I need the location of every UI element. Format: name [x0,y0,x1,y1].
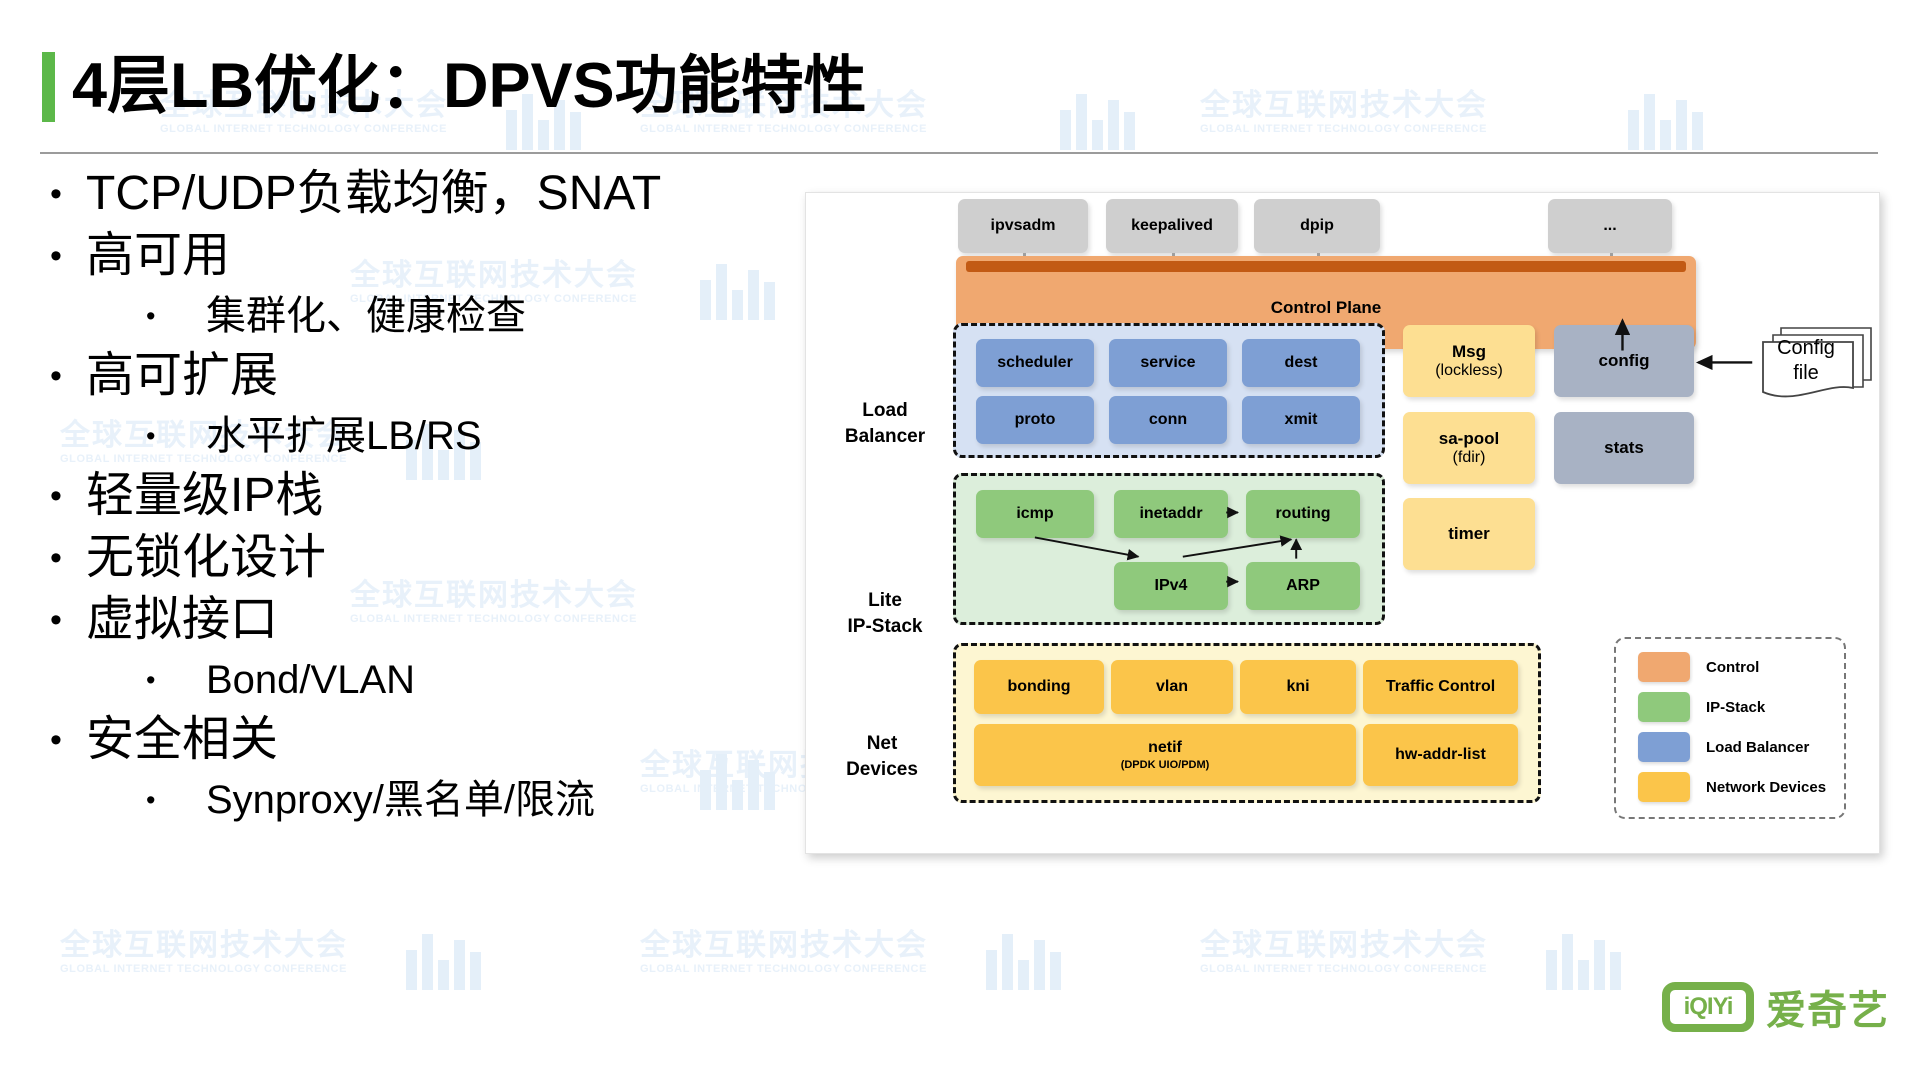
diagram-box-arp: ARP [1246,562,1360,610]
diagram-box-ellipsis: ... [1548,199,1672,253]
diagram-box-timer: timer [1403,498,1535,570]
diagram-box-traffic-control: Traffic Control [1363,660,1518,714]
diagram-box-sa-pool: sa-pool (fdir) [1403,412,1535,484]
bullet-dot-icon: • [50,721,62,759]
diagram-box-ipv4: IPv4 [1114,562,1228,610]
list-item: •虚拟接口 [46,589,826,651]
group-label-net-devices: Net Devices [846,733,918,780]
legend-swatch-ip-stack [1638,692,1690,722]
bullet-dot-icon: • [146,785,156,815]
bullet-dot-icon: • [146,301,156,331]
diagram-box-dest: dest [1242,339,1360,387]
diagram-box-service: service [1109,339,1227,387]
title-divider [40,152,1878,154]
watermark-bars-icon [1628,90,1712,150]
diagram-box-conn: conn [1109,396,1227,444]
diagram-box-stats: stats [1554,412,1694,484]
control-plane-label: Control Plane [1270,298,1382,317]
bullet-dot-icon: • [50,601,62,639]
diagram-legend: Control IP-Stack Load Balancer Network D… [1614,637,1846,819]
bullet-list: •TCP/UDP负载均衡，SNAT •高可用 •集群化、健康检查 •高可扩展 •… [46,163,826,829]
list-item: •集群化、健康检查 [46,287,826,345]
group-net-devices: bonding vlan kni Traffic Control netif (… [953,643,1541,803]
page-title: 4层LB优化：DPVS功能特性 [72,51,867,121]
diagram-box-xmit: xmit [1242,396,1360,444]
bullet-dot-icon: • [50,477,62,515]
list-item: •轻量级IP栈 [46,465,826,527]
legend-item-control: Control [1638,652,1759,682]
diagram-box-ipvsadm: ipvsadm [958,199,1088,253]
legend-swatch-control [1638,652,1690,682]
diagram-box-dpip: dpip [1254,199,1380,253]
dpvs-architecture-diagram: ipvsadm keepalived dpip ... Control Plan… [805,192,1880,854]
config-file-label: Config file [1777,337,1835,384]
list-item: •TCP/UDP负载均衡，SNAT [46,163,826,225]
title-accent-bar [42,52,55,122]
diagram-box-icmp: icmp [976,490,1094,538]
list-item: •安全相关 [46,709,826,771]
bullet-dot-icon: • [50,175,62,213]
diagram-box-routing: routing [1246,490,1360,538]
diagram-box-keepalived: keepalived [1106,199,1238,253]
watermark-bars-icon [1060,90,1144,150]
diagram-box-kni: kni [1240,660,1356,714]
watermark-bars-icon [1546,930,1630,990]
legend-item-load-balancer: Load Balancer [1638,732,1809,762]
list-item: •Synproxy/黑名单/限流 [46,771,826,829]
iqiyi-logo: iQIYi 爱奇艺 [1662,978,1889,1036]
list-item: •Bond/VLAN [46,651,826,709]
diagram-box-vlan: vlan [1111,660,1233,714]
diagram-box-config: config [1554,325,1694,397]
watermark-bars-icon [406,930,490,990]
bullet-dot-icon: • [50,539,62,577]
list-item: •无锁化设计 [46,527,826,589]
netif-sublabel: (DPDK UIO/PDM) [1120,759,1210,771]
bullet-dot-icon: • [146,421,156,451]
bullet-dot-icon: • [146,665,156,695]
iqiyi-logo-mark: iQIYi [1662,982,1754,1032]
group-label-lite-ip-stack: Lite IP-Stack [847,590,923,637]
diagram-box-scheduler: scheduler [976,339,1094,387]
diagram-box-proto: proto [976,396,1094,444]
netif-label: netif [1148,739,1182,756]
list-item: •高可扩展 [46,345,826,407]
diagram-box-msg: Msg (lockless) [1403,325,1535,397]
bullet-dot-icon: • [50,357,62,395]
legend-swatch-load-balancer [1638,732,1690,762]
group-lite-ip-stack: icmp inetaddr routing IPv4 ARP [953,473,1385,625]
list-item: •水平扩展LB/RS [46,407,826,465]
legend-swatch-network-devices [1638,772,1690,802]
config-file-stack-icon: Config file [1755,322,1875,404]
group-load-balancer: scheduler service dest proto conn xmit [953,323,1385,458]
diagram-box-netif: netif (DPDK UIO/PDM) [974,724,1356,786]
control-plane-stripe [966,261,1686,272]
config-file-glyph [1762,327,1872,398]
bullet-dot-icon: • [50,237,62,275]
diagram-box-hw-addr-list: hw-addr-list [1363,724,1518,786]
diagram-box-bonding: bonding [974,660,1104,714]
iqiyi-logo-name: 爱奇艺 [1766,989,1889,1033]
diagram-box-inetaddr: inetaddr [1114,490,1228,538]
legend-item-network-devices: Network Devices [1638,772,1826,802]
watermark-bars-icon [986,930,1070,990]
group-label-load-balancer: Load Balancer [844,400,926,447]
legend-item-ip-stack: IP-Stack [1638,692,1765,722]
list-item: •高可用 [46,225,826,287]
